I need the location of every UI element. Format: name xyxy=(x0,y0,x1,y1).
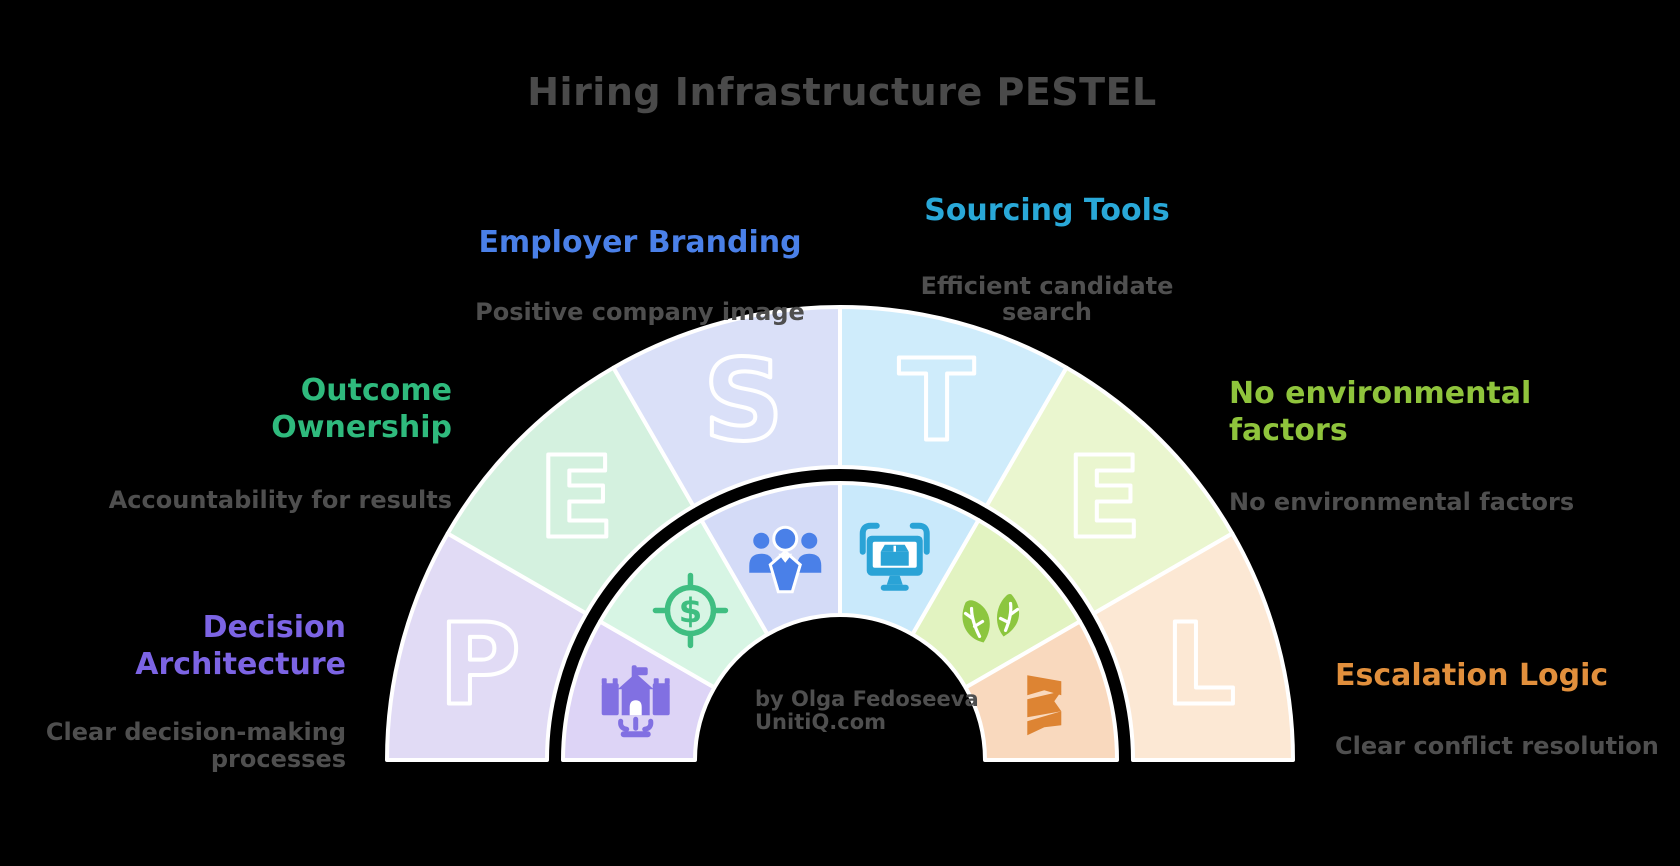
credit: by Olga Fedoseeva UnitiQ.com xyxy=(755,688,979,734)
page-title: Hiring Infrastructure PESTEL xyxy=(527,70,1157,114)
label-subtitle: Positive company image xyxy=(475,297,805,326)
outer-segment-legal xyxy=(1091,531,1295,762)
segment-letter-P: P xyxy=(439,600,521,730)
label-title: Employer Branding xyxy=(478,225,802,260)
label-subtitle: Clear decision-making processes xyxy=(45,718,346,774)
label-title: Sourcing Tools xyxy=(924,193,1170,228)
label-employer-branding: Employer Branding Positive company image xyxy=(440,206,840,344)
segment-letter-E: E xyxy=(538,433,615,563)
segment-letter-S: S xyxy=(703,337,784,467)
label-outcome-ownership: Outcome Ownership Accountability for res… xyxy=(109,354,452,533)
label-title: Decision Architecture xyxy=(135,610,346,682)
leaves-icon xyxy=(962,594,1020,643)
label-sourcing-tools: Sourcing Tools Efficient candidate searc… xyxy=(897,174,1197,345)
segment-letter-E: E xyxy=(1065,433,1142,563)
team-icon xyxy=(749,525,822,594)
label-subtitle: Accountability for results xyxy=(108,486,452,515)
label-no-environmental: No environmental factors No environmenta… xyxy=(1229,357,1574,535)
ribbon-icon xyxy=(1027,675,1062,736)
label-subtitle: Clear conflict resolution xyxy=(1335,731,1659,760)
segment-letter-T: T xyxy=(898,337,974,467)
label-title: Outcome Ownership xyxy=(271,373,452,445)
label-title: Escalation Logic xyxy=(1335,658,1609,693)
credit-site: UnitiQ.com xyxy=(755,710,887,734)
monitor-icon xyxy=(859,522,930,591)
bank-icon xyxy=(601,665,670,738)
svg-text:$: $ xyxy=(679,591,703,631)
label-title: No environmental factors xyxy=(1229,376,1532,448)
label-subtitle: Efficient candidate search xyxy=(920,271,1174,327)
segment-letter-L: L xyxy=(1165,600,1236,730)
label-escalation-logic: Escalation Logic Clear conflict resoluti… xyxy=(1335,639,1659,778)
dollar-target-icon: $ xyxy=(652,572,729,649)
credit-author: by Olga Fedoseeva xyxy=(755,687,979,711)
label-decision-architecture: Decision Architecture Clear decision-mak… xyxy=(46,591,346,792)
label-subtitle: No environmental factors xyxy=(1229,488,1575,517)
